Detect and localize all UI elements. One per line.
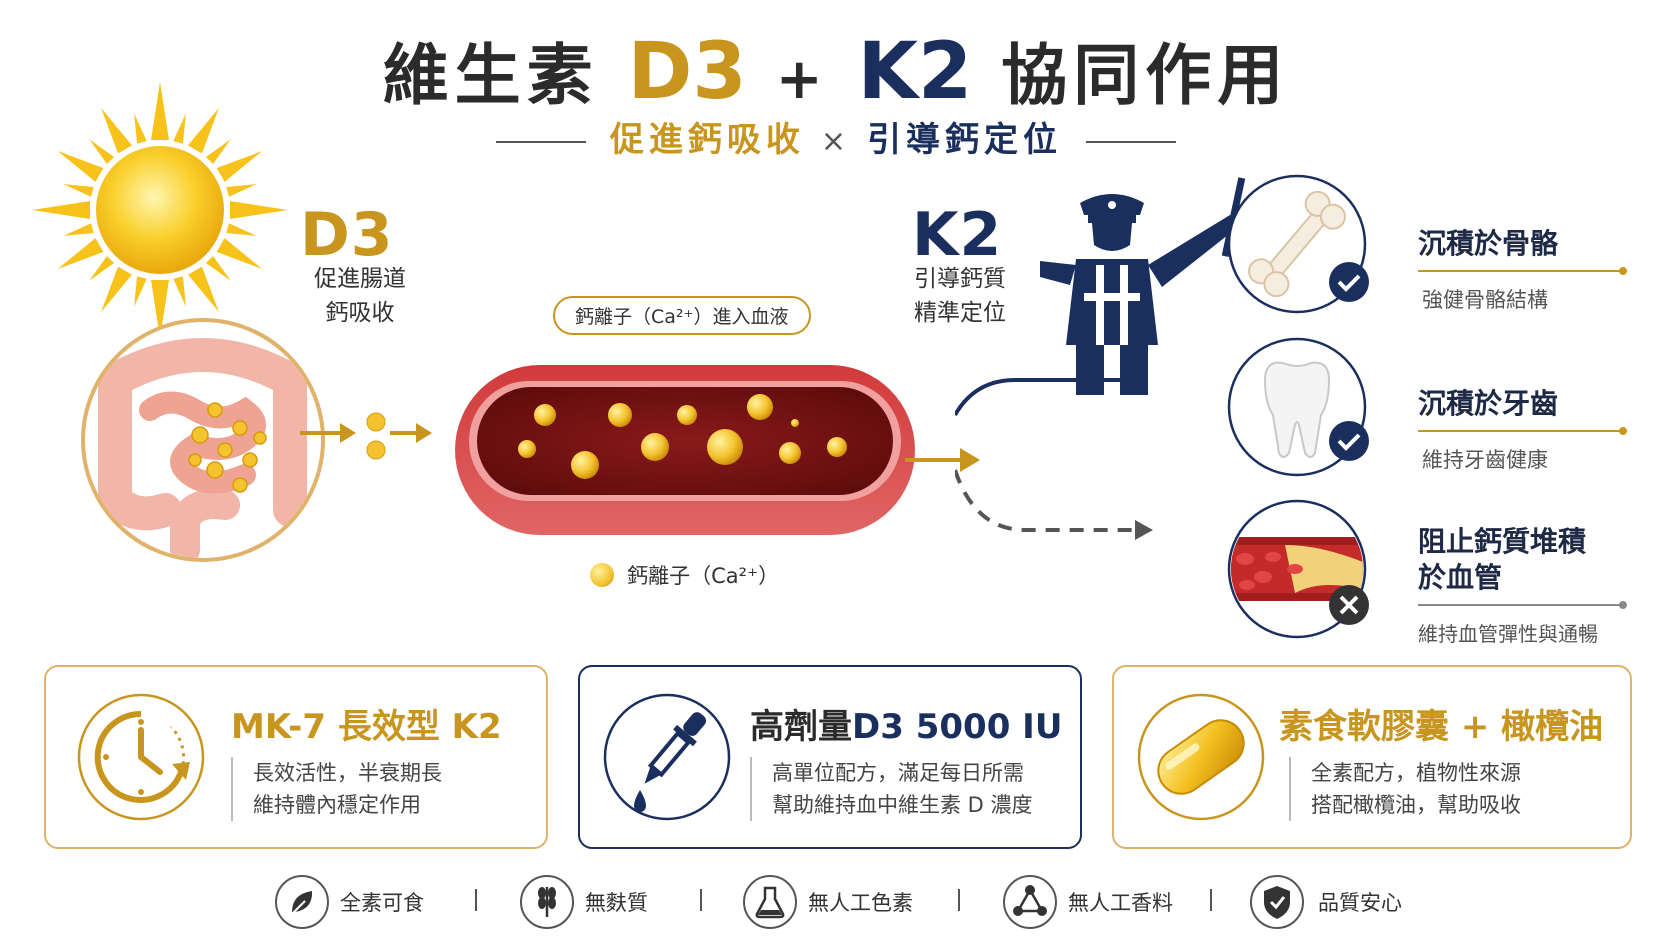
check-badge: [1329, 262, 1369, 302]
subtitle-left: 促進鈣吸收: [609, 120, 805, 160]
result-tooth-rule: [1418, 430, 1623, 432]
result-artery-title-line1: 阻止鈣質堆積: [1418, 525, 1587, 558]
footer-sep-2: [700, 889, 702, 911]
page-subtitle: 促進鈣吸收 × 引導鈣定位: [0, 112, 1672, 161]
k2-label: K2: [912, 200, 1003, 270]
intestine-icon: [81, 318, 325, 562]
wheat-icon: [520, 875, 574, 929]
dropper-icon: [603, 693, 731, 821]
card-capsule: 素食軟膠囊 + 橄欖油 全素配方，植物性來源 搭配橄欖油，幫助吸收: [1112, 665, 1632, 849]
footer-flavor-label: 無人工香料: [1068, 891, 1173, 915]
footer-vegan-label: 全素可食: [340, 891, 424, 915]
result-bone-dot: [1619, 267, 1627, 275]
result-bone-sub: 強健骨骼結構: [1422, 288, 1548, 312]
k2-routing-arrows: [955, 370, 1153, 540]
card-capsule-line1: 全素配方，植物性來源: [1311, 761, 1521, 785]
d3-desc-line1: 促進腸道: [314, 266, 406, 292]
result-bone-title: 沉積於骨骼: [1418, 227, 1559, 260]
card-d3-line1: 高單位配方，滿足每日所需: [772, 761, 1024, 785]
card-capsule-title: 素食軟膠囊 + 橄欖油: [1279, 707, 1604, 747]
absorption-arrow-icon: [300, 412, 432, 460]
result-tooth-title: 沉積於牙齒: [1418, 387, 1559, 420]
card-mk7-line1: 長效活性，半衰期長: [253, 761, 442, 785]
card-mk7: MK-7 長效型 K2 長效活性，半衰期長 維持體內穩定作用: [44, 665, 548, 849]
card-mk7-title: MK-7 長效型 K2: [231, 707, 502, 747]
sun-icon: [32, 82, 288, 338]
molecule-icon: [1003, 875, 1057, 929]
calcium-legend-text: 鈣離子（Ca²⁺）: [627, 564, 780, 588]
result-artery-dot: [1619, 601, 1627, 609]
flask-icon: [743, 875, 797, 929]
result-artery-title: 阻止鈣質堆積 於血管: [1418, 524, 1586, 596]
k2-desc-line2: 精準定位: [914, 300, 1006, 326]
tooth-result-icon: [1227, 337, 1369, 477]
d3-label: D3: [300, 200, 394, 270]
card-d3-title-pre: 高劑量: [750, 707, 852, 747]
card-d3-line2: 幫助維持血中維生素 D 濃度: [772, 793, 1033, 817]
subtitle-rule-left: [495, 140, 586, 143]
blood-pill-label: 鈣離子（Ca²⁺）進入血液: [553, 296, 811, 335]
d3-desc: 促進腸道 鈣吸收: [295, 262, 425, 330]
result-artery-sub: 維持血管彈性與通暢: [1418, 622, 1598, 646]
footer-sep-1: [475, 889, 477, 911]
k2-desc-line1: 引導鈣質: [914, 266, 1006, 292]
traffic-officer-icon: [1040, 177, 1246, 395]
footer-sep-4: [1210, 889, 1212, 911]
card-mk7-body: 長效活性，半衰期長 維持體內穩定作用: [231, 757, 442, 821]
footer-gluten-label: 無麩質: [585, 891, 648, 915]
title-post: 協同作用: [1001, 37, 1290, 114]
title-pre: 維生素: [382, 37, 599, 114]
result-artery-title-line2: 於血管: [1418, 561, 1503, 594]
footer-quality-label: 品質安心: [1318, 891, 1402, 915]
artery-result-icon: [1227, 499, 1369, 639]
footer-sep-3: [958, 889, 960, 911]
card-capsule-body: 全素配方，植物性來源 搭配橄欖油，幫助吸收: [1289, 757, 1521, 821]
result-artery-rule: [1418, 604, 1623, 606]
vessel-arrow-icon: [905, 448, 980, 472]
k2-desc: 引導鈣質 精準定位: [895, 262, 1025, 330]
card-d3-title: 高劑量D3 5000 IU: [750, 699, 1062, 748]
result-tooth-dot: [1619, 427, 1627, 435]
subtitle-times: ×: [820, 124, 852, 159]
card-d3-body: 高單位配方，滿足每日所需 幫助維持血中維生素 D 濃度: [750, 757, 1033, 821]
blood-vessel-icon: [455, 365, 915, 535]
calcium-ball-icon: [590, 563, 614, 587]
subtitle-right: 引導鈣定位: [867, 120, 1063, 160]
card-mk7-line2: 維持體內穩定作用: [253, 793, 421, 817]
subtitle-rule-right: [1086, 140, 1177, 143]
card-d3-title-d3: D3 5000 IU: [852, 707, 1063, 747]
title-k2: K2: [857, 27, 973, 117]
result-tooth-sub: 維持牙齒健康: [1422, 448, 1548, 472]
card-d3: 高劑量D3 5000 IU 高單位配方，滿足每日所需 幫助維持血中維生素 D 濃…: [578, 665, 1082, 849]
footer-color-label: 無人工色素: [808, 891, 913, 915]
title-plus: +: [775, 47, 829, 112]
capsule-icon: [1137, 693, 1265, 821]
d3-desc-line2: 鈣吸收: [325, 300, 395, 326]
page-title: 維生素 D3 + K2 協同作用: [0, 22, 1672, 118]
result-bone-rule: [1418, 270, 1623, 272]
check-badge: [1329, 421, 1369, 461]
clock-icon: [77, 693, 205, 821]
card-capsule-line2: 搭配橄欖油，幫助吸收: [1311, 793, 1521, 817]
title-d3: D3: [627, 27, 747, 117]
shield-check-icon: [1250, 875, 1304, 929]
leaf-icon: [275, 875, 329, 929]
bone-result-icon: [1227, 174, 1369, 314]
calcium-legend: 鈣離子（Ca²⁺）: [590, 560, 850, 590]
